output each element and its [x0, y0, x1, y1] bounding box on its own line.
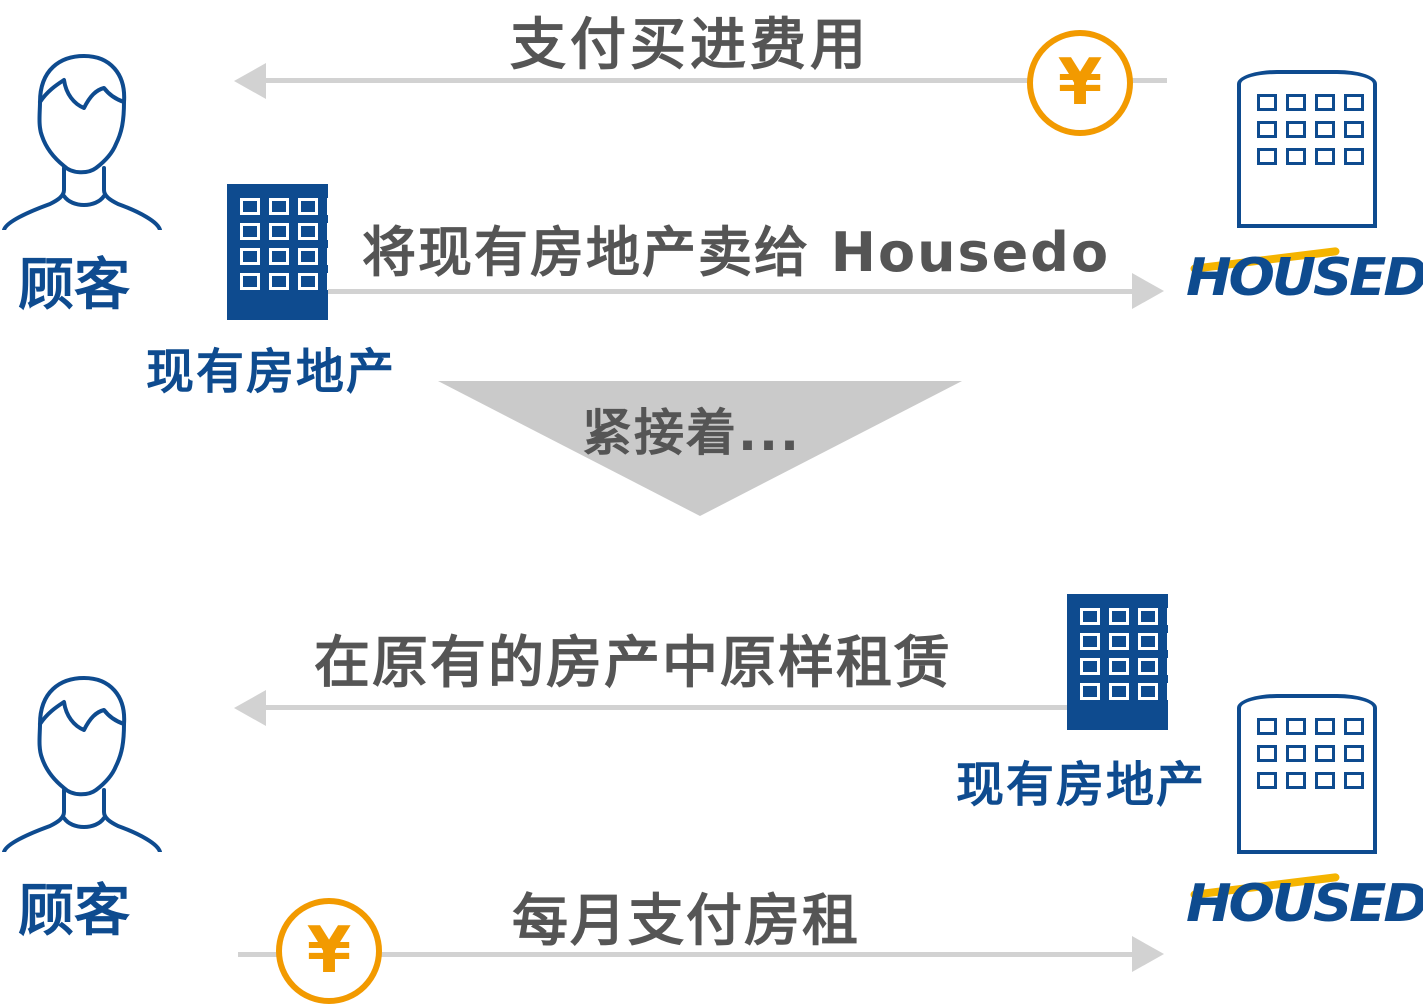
sell-arrow-line: [328, 289, 1134, 294]
housedo-building-icon: [1237, 70, 1377, 228]
lease-arrow-line: [262, 705, 1068, 710]
sell-arrow-head: [1132, 273, 1164, 309]
pay-arrow-head: [234, 63, 266, 99]
housedo-logo: HOUSEDO: [1186, 872, 1423, 934]
existing-property-label: 现有房地产: [146, 344, 397, 400]
building-icon: [1067, 594, 1187, 730]
housedo-logo: HOUSEDO: [1186, 246, 1423, 308]
lease-in-original-home-label: 在原有的房产中原样租赁: [314, 631, 952, 696]
building-windows: [1080, 608, 1187, 700]
building-windows: [1257, 94, 1364, 165]
pay-arrow-line: [262, 78, 1167, 83]
next-step-label: 紧接着...: [582, 404, 801, 462]
person-icon: [2, 54, 162, 230]
building-icon: [227, 184, 347, 320]
person-icon: [2, 676, 162, 852]
yen-coin-icon: ¥: [276, 898, 382, 1004]
housedo-building-icon: [1237, 694, 1377, 854]
lease-arrow-head: [234, 690, 266, 726]
customer-label: 顾客: [18, 879, 130, 944]
next-step-triangle: [438, 381, 962, 516]
monthly-rent-label: 每月支付房租: [512, 889, 860, 954]
building-windows: [240, 198, 347, 290]
logo-text: HOUSEDO: [1186, 874, 1423, 934]
yen-coin-icon: ¥: [1027, 30, 1133, 136]
customer-label: 顾客: [18, 253, 130, 318]
monthly-rent-arrow-head: [1132, 936, 1164, 972]
sell-to-housedo-label: 将现有房地产卖给 Housedo: [362, 221, 1111, 284]
existing-property-label: 现有房地产: [956, 757, 1207, 813]
pay-purchase-fee-label: 支付买进费用: [510, 13, 870, 78]
monthly-rent-arrow-line: [238, 952, 1134, 957]
building-windows: [1257, 718, 1364, 789]
logo-text: HOUSEDO: [1186, 248, 1423, 308]
